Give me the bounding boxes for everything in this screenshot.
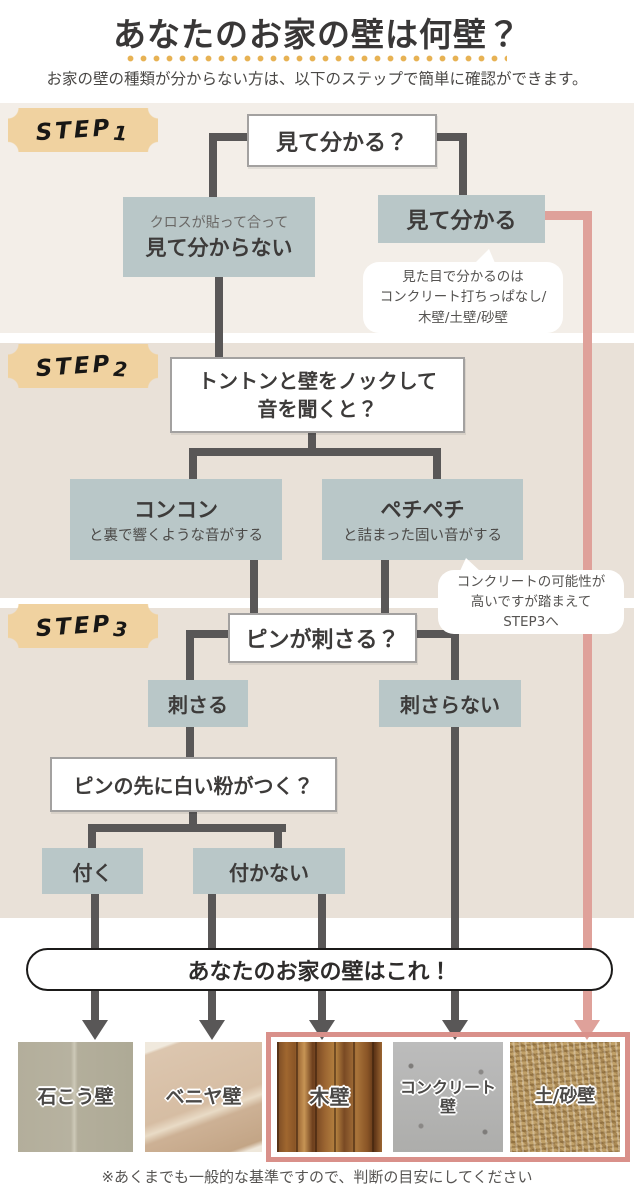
step1-note-bubble: 見た目で分かるのは コンクリート打ちっぱなし/ 木壁/土壁/砂壁 — [363, 249, 563, 333]
step1-answer-not-identifiable: クロスが貼って合って 見て分からない — [123, 197, 315, 277]
step1-badge-label: STEP — [34, 114, 114, 147]
step2-left-title: コンコン — [134, 498, 218, 522]
flow-line — [451, 630, 459, 682]
step2-note-bubble: コンクリートの可能性が 高いですが踏まえて STEP3へ — [438, 558, 624, 634]
result-banner: あなたのお家の壁はこれ！ — [26, 948, 613, 991]
flow-line — [435, 133, 467, 141]
wall-image-plywood: ベニヤ壁 — [145, 1042, 262, 1152]
bubble-tail — [460, 558, 480, 571]
step2-question-line2: 音を聞くと？ — [257, 397, 378, 421]
step1-badge-number: 1 — [112, 120, 132, 146]
step2-note-line3: STEP3へ — [503, 614, 559, 631]
wall-image-earth-sand: 土/砂壁 — [510, 1042, 620, 1152]
step1-answer-no-label: 見て分からない — [145, 236, 293, 260]
step3-answer-no-label: 刺さらない — [400, 693, 500, 717]
page-subtitle: お家の壁の種類が分からない方は、以下のステップで簡単に確認ができます。 — [46, 70, 588, 88]
flow-line — [88, 824, 286, 832]
flow-line — [189, 812, 197, 832]
flow-line — [433, 448, 441, 481]
flow-line — [215, 277, 223, 359]
step1-note-line3: 木壁/土壁/砂壁 — [417, 309, 509, 326]
step1-note-line1: 見た目で分かるのは — [402, 269, 524, 286]
title-dotted-divider — [127, 55, 507, 62]
flow-line — [250, 560, 258, 615]
wall-label: 石こう壁 — [37, 1085, 114, 1108]
footer-disclaimer: ※あくまでも一般的な基準ですので、判断の目安にしてください — [101, 1168, 533, 1186]
step1-answer-identifiable: 見て分かる — [378, 195, 545, 243]
step2-right-sub: と詰まった固い音がする — [343, 528, 502, 544]
wall-label: ベニヤ壁 — [165, 1085, 242, 1108]
step2-note-line2: 高いですが踏まえて — [470, 593, 592, 610]
step2-right-title: ペチペチ — [380, 498, 465, 522]
wall-image-concrete: コンクリート壁 — [393, 1042, 503, 1152]
flow-line — [186, 630, 230, 638]
step3-answer2-no-label: 付かない — [229, 860, 309, 885]
wall-label: 木壁 — [309, 1085, 350, 1109]
bubble-tail — [475, 249, 495, 263]
wall-image-plasterboard: 石こう壁 — [18, 1042, 133, 1152]
flow-line — [274, 824, 282, 850]
step2-badge-label: STEP — [34, 350, 114, 383]
flow-line — [459, 133, 467, 197]
flow-line — [381, 560, 389, 615]
step3-answer-pierces: 刺さる — [148, 680, 248, 727]
step3-badge-label: STEP — [34, 610, 114, 643]
step3-answer-powder: 付く — [42, 848, 143, 894]
flow-line — [209, 133, 249, 141]
down-arrow-icon — [82, 1020, 108, 1040]
step1-question-box: 見て分かる？ — [247, 114, 437, 167]
page-title: あなたのお家の壁は何壁？ — [113, 15, 521, 54]
flow-line — [186, 630, 194, 682]
flow-line — [186, 727, 194, 759]
step3-answer2-yes-label: 付く — [72, 860, 113, 885]
wall-image-wood: 木壁 — [277, 1042, 382, 1152]
wall-label: コンクリート壁 — [399, 1077, 496, 1116]
step2-question-box: トントンと壁をノックして 音を聞くと？ — [170, 357, 465, 433]
step2-badge-number: 2 — [112, 356, 132, 382]
step3-question1-box: ピンが刺さる？ — [228, 613, 417, 663]
flow-line — [451, 727, 459, 1022]
flow-line — [189, 448, 197, 481]
step1-note-line2: コンクリート打ちっぱなし/ — [379, 289, 547, 306]
step3-badge-number: 3 — [112, 616, 132, 642]
step2-note-line1: コンクリートの可能性が — [456, 573, 606, 590]
step3-answer-yes-label: 刺さる — [168, 693, 228, 717]
step3-answer-not-pierce: 刺さらない — [379, 680, 521, 727]
wall-label: 土/砂壁 — [534, 1086, 596, 1108]
step3-question2-box: ピンの先に白い粉がつく？ — [50, 757, 337, 812]
step1-answer-yes-label: 見て分かる — [406, 209, 517, 234]
step3-answer-no-powder: 付かない — [193, 848, 345, 894]
flow-line — [88, 824, 96, 850]
pink-flow-line — [545, 211, 592, 220]
step2-answer-hollow-sound: コンコン と裏で響くような音がする — [70, 479, 282, 560]
identifiable-walls-frame — [266, 1032, 630, 1162]
step2-question-line1: トントンと壁をノックして — [198, 369, 437, 393]
step2-left-sub: と裏で響くような音がする — [89, 528, 263, 544]
flow-line — [209, 133, 217, 199]
flow-line — [308, 433, 316, 456]
step1-answer-pre-text: クロスが貼って合って — [149, 215, 289, 231]
flow-line — [189, 448, 441, 456]
step2-answer-solid-sound: ペチペチ と詰まった固い音がする — [322, 479, 523, 560]
flow-line — [415, 630, 459, 638]
down-arrow-icon — [199, 1020, 225, 1040]
